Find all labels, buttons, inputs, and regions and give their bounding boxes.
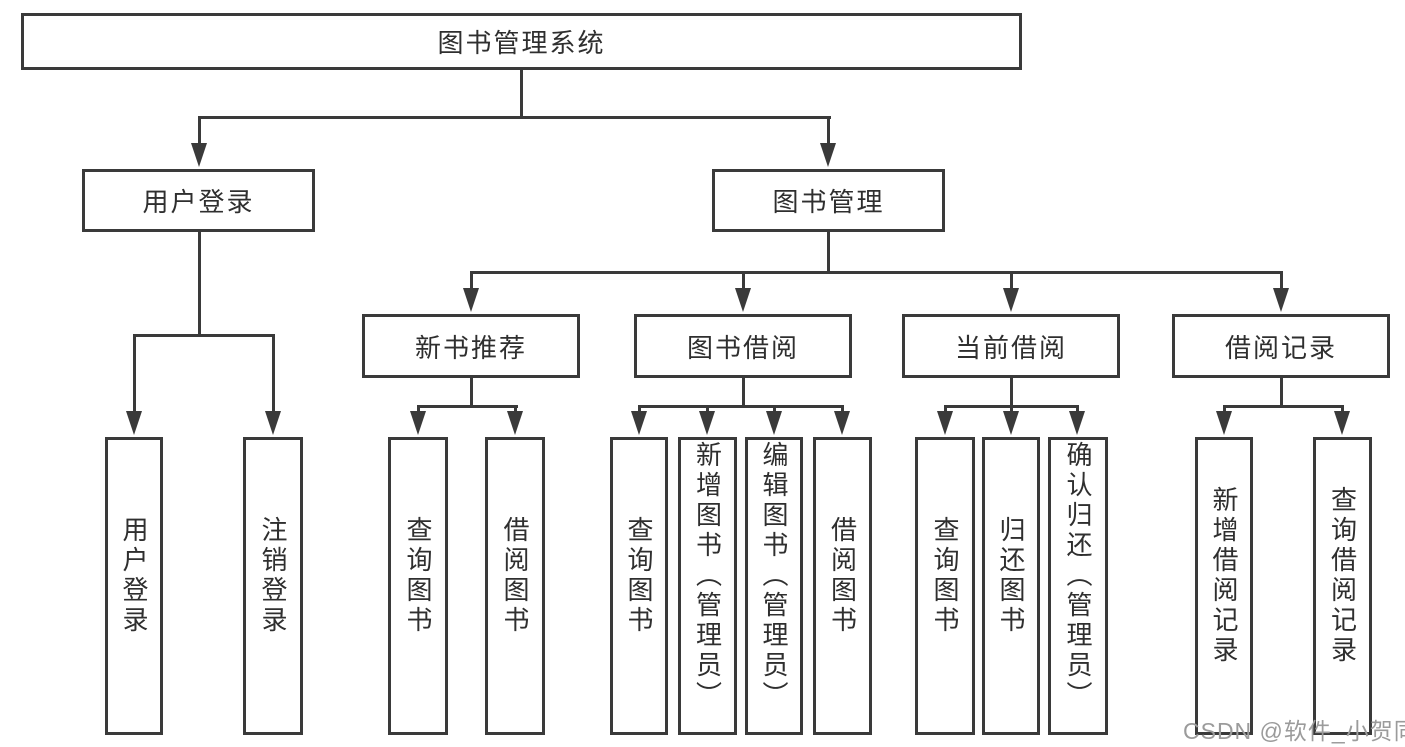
node-root: 图书管理系统 (21, 13, 1022, 70)
leaf-borrow-books-label: 借阅图书 (827, 516, 858, 636)
node-book-management-label: 图书管理 (772, 187, 885, 217)
arrow-down-icon (1334, 411, 1350, 435)
arrow-down-icon (410, 411, 426, 435)
connector-recommend-rail (417, 405, 518, 408)
connector-level2-rail (198, 116, 831, 119)
connector-root-stem (520, 68, 523, 118)
leaf-query-books-borrow-label: 查询图书 (624, 516, 654, 636)
leaf-user-login-label: 用户登录 (119, 516, 149, 636)
csdn-watermark: CSDN @软件_小贺同学 (1183, 718, 1405, 744)
connector-leaf-drop (638, 405, 641, 416)
arrow-down-icon (735, 288, 751, 312)
connector-current-stem (1010, 376, 1013, 408)
arrow-down-icon (631, 411, 647, 435)
leaf-query-books-borrow: 查询图书 (610, 437, 668, 735)
connector-leaf-drop (1010, 405, 1013, 416)
node-current-borrow: 当前借阅 (902, 314, 1120, 378)
leaf-add-book-admin: 新增图书（管理员） (678, 437, 737, 735)
node-user-login: 用户登录 (82, 169, 315, 232)
leaf-borrow-books-recommend: 借阅图书 (485, 437, 545, 735)
node-book-borrow: 图书借阅 (634, 314, 852, 378)
leaf-borrow-books: 借阅图书 (813, 437, 872, 735)
leaf-query-borrow-record-label: 查询借阅记录 (1327, 486, 1358, 666)
connector-leaf-drop (272, 334, 275, 416)
connector-user-login-drop (198, 116, 201, 148)
leaf-add-book-admin-label: 新增图书（管理员） (692, 441, 723, 711)
node-new-book-recommend-label: 新书推荐 (414, 332, 527, 363)
leaf-user-login: 用户登录 (105, 437, 163, 735)
leaf-confirm-return-admin-label: 确认归还（管理员） (1063, 441, 1093, 711)
connector-book-mgmt-drop (827, 116, 830, 148)
arrow-down-icon (699, 411, 715, 435)
connector-records-stem (1280, 376, 1283, 408)
arrow-down-icon (937, 411, 953, 435)
arrow-down-icon (1273, 288, 1289, 312)
connector-leaf-drop (417, 405, 420, 416)
connector-leaf-drop (944, 405, 947, 416)
arrow-down-icon (1003, 411, 1019, 435)
connector-leaf-drop (514, 405, 517, 416)
leaf-edit-book-admin-label: 编辑图书（管理员） (759, 441, 789, 711)
leaf-query-books-recommend-label: 查询图书 (403, 516, 433, 636)
leaf-edit-book-admin: 编辑图书（管理员） (745, 437, 803, 735)
connector-borrow-stem (742, 376, 745, 408)
connector-leaf-drop (773, 405, 776, 416)
leaf-query-borrow-record: 查询借阅记录 (1313, 437, 1372, 735)
node-borrow-records: 借阅记录 (1172, 314, 1390, 378)
leaf-query-books-current-label: 查询图书 (930, 516, 960, 636)
arrow-down-icon (766, 411, 782, 435)
arrow-down-icon (834, 411, 850, 435)
arrow-down-icon (820, 143, 836, 167)
node-current-borrow-label: 当前借阅 (954, 332, 1067, 363)
node-user-login-label: 用户登录 (142, 187, 255, 217)
connector-leaf-drop (1076, 405, 1079, 416)
leaf-borrow-books-recommend-label: 借阅图书 (500, 516, 530, 636)
arrow-down-icon (1069, 411, 1085, 435)
arrow-down-icon (463, 288, 479, 312)
node-new-book-recommend: 新书推荐 (362, 314, 580, 378)
arrow-down-icon (126, 411, 142, 435)
connector-l3-drop (1280, 271, 1283, 292)
connector-leaf-drop (1341, 405, 1344, 416)
leaf-logout: 注销登录 (243, 437, 303, 735)
connector-leaf-drop (133, 334, 136, 416)
connector-user-login-rail (133, 334, 275, 337)
arrow-down-icon (265, 411, 281, 435)
leaf-confirm-return-admin: 确认归还（管理员） (1048, 437, 1108, 735)
node-root-label: 图书管理系统 (437, 28, 606, 58)
arrow-down-icon (1003, 288, 1019, 312)
connector-leaf-drop (1223, 405, 1226, 416)
connector-borrow-rail (638, 405, 844, 408)
connector-level3-rail (470, 271, 1283, 274)
connector-book-mgmt-stem (827, 230, 830, 274)
leaf-add-borrow-record-label: 新增借阅记录 (1209, 486, 1239, 666)
node-book-borrow-label: 图书借阅 (686, 332, 799, 363)
leaf-return-book: 归还图书 (982, 437, 1040, 735)
connector-leaf-drop (841, 405, 844, 416)
arrow-down-icon (191, 143, 207, 167)
connector-l3-drop (470, 271, 473, 292)
leaf-query-books-current: 查询图书 (915, 437, 975, 735)
connector-records-rail (1223, 405, 1344, 408)
connector-user-login-stem (198, 230, 201, 337)
leaf-return-book-label: 归还图书 (996, 516, 1026, 636)
connector-l3-drop (742, 271, 745, 292)
arrow-down-icon (507, 411, 523, 435)
arrow-down-icon (1216, 411, 1232, 435)
node-book-management: 图书管理 (712, 169, 945, 232)
connector-leaf-drop (706, 405, 709, 416)
node-borrow-records-label: 借阅记录 (1224, 332, 1337, 363)
leaf-add-borrow-record: 新增借阅记录 (1195, 437, 1253, 735)
connector-l3-drop (1010, 271, 1013, 292)
leaf-logout-label: 注销登录 (258, 516, 288, 636)
connector-recommend-stem (470, 376, 473, 408)
leaf-query-books-recommend: 查询图书 (388, 437, 448, 735)
